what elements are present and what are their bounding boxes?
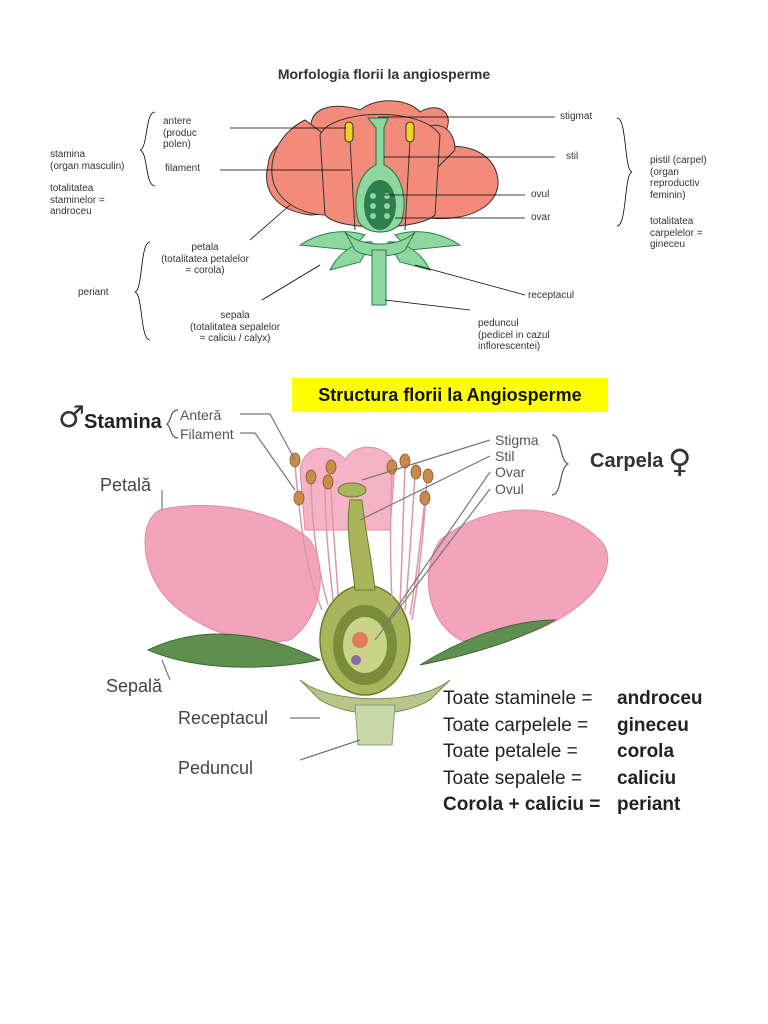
ovar-label: ovar xyxy=(531,212,551,223)
summary-row: Corola + caliciu = periant xyxy=(443,792,703,819)
stamina-label: stamina (organ masculin) xyxy=(50,149,125,172)
peduncul-label-2: Peduncul xyxy=(178,758,254,778)
petala-label-2: Petală xyxy=(100,475,152,495)
summary-left: Toate staminele = xyxy=(443,688,593,709)
stil-label: stil xyxy=(566,151,579,162)
summary-right: gineceu xyxy=(617,714,689,736)
summary-row: Toate petalele = corola xyxy=(443,739,703,766)
summary-left: Toate carpelele = xyxy=(443,714,589,736)
peduncul-label: peduncul (pedicel in cazul inflorescente… xyxy=(478,318,550,352)
antere-label: antere (produc polen) xyxy=(163,116,197,150)
summary-right: corola xyxy=(617,741,675,762)
summary-row: Toate staminele = androceu xyxy=(443,686,703,713)
sepala-label-2: Sepală xyxy=(106,676,163,696)
filament-label: filament xyxy=(165,163,201,174)
top-leader-lines xyxy=(220,116,555,311)
summary-left: Toate petalele = xyxy=(443,741,578,762)
stigma-label: Stigma xyxy=(495,432,539,448)
ovul-label: ovul xyxy=(531,189,550,200)
carpela-title: Carpela xyxy=(590,450,664,472)
summary-right: androceu xyxy=(617,688,703,709)
totalitatea-carpelelor-label: totalitatea carpelelor = gineceu xyxy=(650,216,703,250)
top-flower-illustration xyxy=(266,100,499,306)
stil-label-2: Stil xyxy=(495,448,515,464)
stamina-title: Stamina xyxy=(84,411,162,433)
bottom-flower-illustration xyxy=(144,446,609,746)
antera-label: Anteră xyxy=(180,407,222,423)
stigmat-label: stigmat xyxy=(560,111,593,122)
receptacul-label-2: Receptacul xyxy=(178,708,269,728)
female-symbol-icon: ♀ xyxy=(668,442,692,480)
filament-label-2: Filament xyxy=(180,426,234,442)
petala-label: petala (totalitatea petalelor = corola) xyxy=(161,242,249,276)
summary-row: Toate carpelele = gineceu xyxy=(443,713,703,740)
summary-right: periant xyxy=(617,794,681,815)
ovar-label-2: Ovar xyxy=(495,464,526,480)
summary-left: Corola + caliciu = xyxy=(443,794,601,815)
top-braces xyxy=(134,111,633,341)
pistil-label: pistil (carpel) (organ reproductiv femin… xyxy=(650,155,707,201)
diagram2-title: Structura florii la Angiosperme xyxy=(292,378,608,412)
receptacul-label: receptacul xyxy=(528,290,575,301)
periant-label: periant xyxy=(78,287,109,298)
bottom-braces xyxy=(166,409,570,496)
summary-block: Toate staminele = androceu Toate carpelel… xyxy=(443,686,703,819)
summary-right: caliciu xyxy=(617,767,677,789)
bottom-leader-lines xyxy=(161,413,491,761)
diagram1-title: Morfologia florii la angiosperme xyxy=(277,66,491,82)
summary-row: Toate sepalele = caliciu xyxy=(443,766,703,793)
totalitatea-staminelor-label: totalitatea staminelor = androceu xyxy=(50,183,105,217)
sepala-label: sepala (totalitatea sepalelor = caliciu … xyxy=(189,310,281,344)
male-symbol-icon: ♂ xyxy=(58,400,85,435)
summary-left: Toate sepalele = xyxy=(443,767,582,789)
ovul-label-2: Ovul xyxy=(495,481,524,497)
